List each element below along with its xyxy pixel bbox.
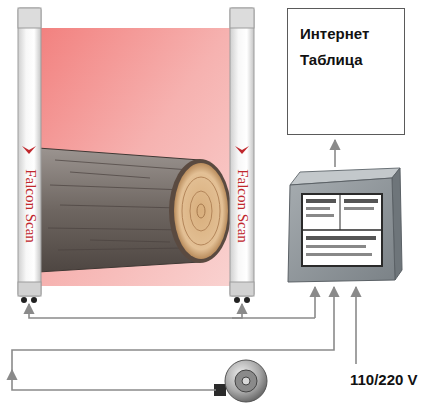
scanner-bar: [230, 8, 254, 28]
scanner-bar: [230, 8, 254, 303]
encoder: [225, 360, 267, 402]
brand-name: Falcon Scan: [234, 169, 251, 243]
controller-box: [344, 207, 374, 210]
wire: [12, 370, 216, 390]
wire: [29, 304, 315, 318]
brand-name: Falcon Scan: [21, 169, 38, 243]
scanner-bar: [18, 282, 41, 296]
controller-box: [306, 214, 334, 217]
wire: [334, 140, 336, 167]
wire: [314, 287, 316, 318]
encoder: [242, 377, 250, 385]
controller-box: [344, 199, 378, 203]
encoder: [235, 370, 257, 392]
controller-box: [302, 229, 382, 231]
controller-box: [306, 245, 366, 248]
controller-box: [306, 207, 330, 210]
wire: [355, 287, 357, 364]
log: [190, 191, 212, 231]
output-box: Интернет Таблица: [287, 8, 405, 135]
wire: [232, 304, 242, 318]
scanner-bar: [235, 146, 249, 154]
scanner-bar: [18, 8, 41, 303]
wire: [12, 287, 334, 372]
controller-box: [306, 253, 372, 256]
log: [182, 177, 220, 245]
scanner-bar: [244, 297, 250, 303]
scanner-bar: [230, 8, 254, 296]
scanner-bar: [18, 8, 41, 296]
log: [38, 148, 231, 272]
scanner-bar: [31, 297, 37, 303]
voltage-label: 110/220 V: [350, 371, 418, 388]
controller-box: [288, 168, 402, 282]
encoder: [214, 360, 267, 402]
scanner-bar: [21, 297, 27, 303]
scanner-bar: [18, 8, 41, 28]
controller-box: [302, 194, 382, 266]
log: [169, 159, 231, 263]
log: [174, 163, 228, 259]
log: [197, 204, 205, 218]
box-title: Интернет Таблица: [300, 21, 384, 72]
log: [48, 160, 190, 250]
controller-box: [306, 199, 336, 203]
scanner-bar: [230, 282, 254, 296]
controller-box: [306, 236, 376, 240]
controller-box: [288, 178, 395, 282]
controller-box: [340, 194, 341, 230]
scanner-bar: [22, 146, 36, 154]
scanner-bar: Falcon Scan: [230, 8, 254, 296]
scanner-bar: Falcon Scan: [18, 8, 41, 296]
scanner-bar: [234, 297, 240, 303]
